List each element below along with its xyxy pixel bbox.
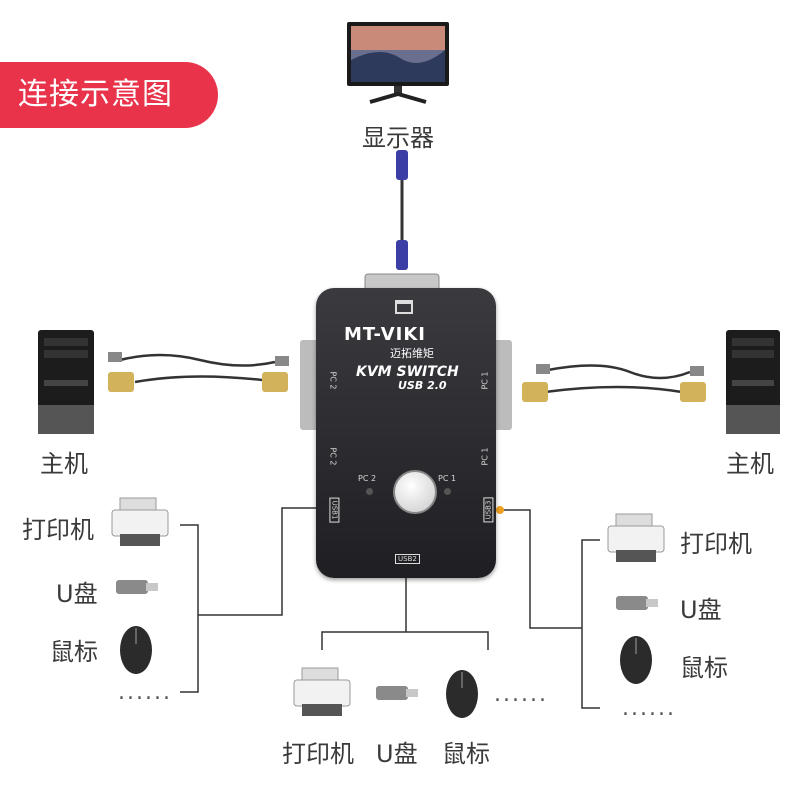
printer-icon — [293, 667, 351, 716]
usb3-connector-dot — [496, 506, 504, 514]
usb-plug-icon — [536, 364, 550, 374]
right-mouse-label: 鼠标 — [680, 654, 728, 682]
host-left-label: 主机 — [40, 450, 88, 478]
right-printer-label: 打印机 — [680, 530, 752, 558]
vga-plug-icon — [108, 372, 134, 392]
port-pc2-label-bottom: PC 2 — [328, 447, 338, 466]
mouse-icon — [446, 670, 478, 718]
monitor-icon — [347, 22, 449, 104]
left-more-label: ...... — [118, 680, 172, 705]
usb-drive-icon — [616, 596, 658, 610]
led-pc1-indicator — [444, 488, 451, 495]
usb2-connection-line — [321, 572, 489, 650]
led-pc2-label: PC 2 — [358, 474, 377, 483]
kvm-switch-device — [316, 288, 496, 578]
vga-plug-icon — [522, 382, 548, 402]
usb-plug-icon — [690, 366, 704, 376]
pc1-port-icon — [494, 340, 512, 430]
usb3-connection-line — [500, 509, 600, 709]
host-computer-left-icon — [38, 330, 94, 434]
usb-drive-icon — [116, 580, 158, 594]
bottom-more-label: ...... — [494, 682, 548, 707]
model-label: KVM SWITCH — [356, 364, 459, 380]
vga-plug-icon — [680, 382, 706, 402]
diagram-title-badge: 连接示意图 — [0, 62, 218, 128]
left-mouse-label: 鼠标 — [50, 638, 98, 666]
brand-chinese-name: 迈拓维矩 — [390, 347, 434, 360]
vga-plug-icon — [262, 372, 288, 392]
host-right-label: 主机 — [726, 450, 774, 478]
usb-plug-icon — [275, 356, 289, 366]
usb1-port-label: USB1 — [329, 497, 340, 523]
bottom-udisk-label: U盘 — [376, 740, 418, 768]
port-pc1-label-top: PC 1 — [480, 371, 490, 390]
brand-logo: MT-VIKI — [344, 324, 426, 345]
usb-plug-icon — [108, 352, 122, 362]
port-pc1-label-bottom: PC 1 — [480, 447, 490, 466]
pc2-port-icon — [300, 340, 318, 430]
mouse-icon — [120, 626, 152, 674]
left-printer-label: 打印机 — [22, 516, 94, 544]
bottom-printer-label: 打印机 — [282, 740, 354, 768]
usb1-connection-line — [180, 507, 322, 693]
mouse-icon — [620, 636, 652, 684]
vga-cable-icon — [396, 150, 408, 270]
switch-button[interactable] — [393, 470, 437, 514]
kvm-cable-left-icon — [119, 353, 276, 384]
left-udisk-label: U盘 — [56, 580, 98, 608]
printer-icon — [111, 497, 169, 546]
kvm-cable-right-icon — [544, 364, 691, 394]
usb-drive-icon — [376, 686, 418, 700]
right-udisk-label: U盘 — [680, 596, 722, 624]
bottom-mouse-label: 鼠标 — [442, 740, 490, 768]
led-pc1-label: PC 1 — [438, 474, 457, 483]
host-computer-right-icon — [726, 330, 780, 434]
usb2-port-label: USB2 — [395, 554, 420, 564]
usb-version-label: USB 2.0 — [398, 379, 447, 392]
port-pc2-label-top: PC 2 — [328, 371, 338, 390]
usb3-port-label: USB3 — [483, 497, 494, 523]
monitor-label: 显示器 — [362, 124, 434, 152]
led-pc2-indicator — [366, 488, 373, 495]
printer-icon — [607, 513, 665, 562]
monitor-port-icon — [395, 300, 413, 314]
right-more-label: ...... — [622, 696, 676, 721]
